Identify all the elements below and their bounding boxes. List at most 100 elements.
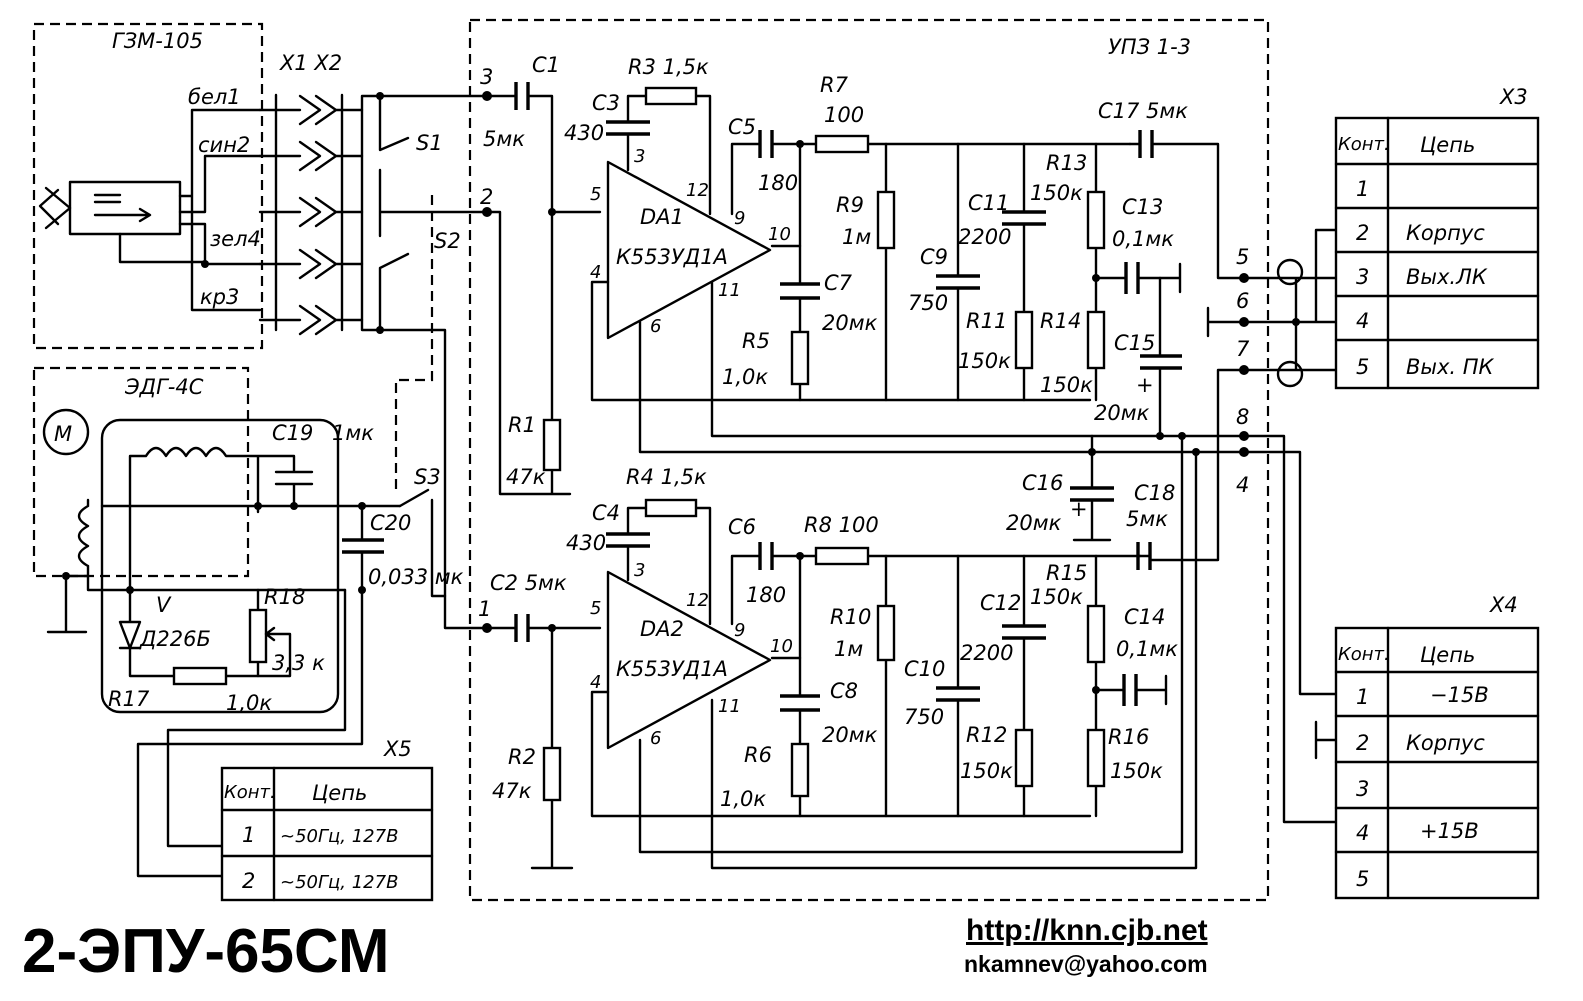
x5-label: X5 [383,737,412,761]
r5-value: 1,0к [722,365,768,389]
c16-plus: + [1070,497,1088,521]
x3-row3-circuit: Вых.ЛК [1406,265,1488,289]
r13-resistor [1086,190,1106,250]
c2-label: C2 5мк [490,571,567,595]
c6-label: C6 [728,515,756,539]
r10-resistor [876,604,896,662]
c9-label: C9 [920,245,948,269]
da2-pin4: 4 [590,672,601,693]
da1-pin5: 5 [590,184,601,205]
r4-label: R4 1,5к [626,465,707,489]
x3-row1-cont: 1 [1356,177,1369,201]
da1-type: К553УД1А [616,245,728,269]
r12-resistor [1014,728,1034,788]
da1-pin9: 9 [734,208,745,229]
amp-board-outline [468,18,1270,902]
c20-value: 0,033 мк [368,565,464,589]
x5-row2-cont: 2 [242,869,255,893]
c14-label: C14 [1124,605,1165,629]
da1-pin4: 4 [590,262,601,283]
r2-label: R2 [508,745,536,769]
diode-value: Д226Б [139,627,211,651]
c5-label: C5 [728,115,756,139]
r3-resistor [644,86,698,106]
x3-row4-cont: 4 [1356,309,1369,333]
x3-row2-circuit: Корпус [1406,221,1485,245]
x3-header-circuit: Цепь [1420,133,1475,157]
c17-label: C17 5мк [1098,99,1188,123]
x4-header-cont: Конт. [1338,644,1390,665]
x3-header-cont: Конт. [1338,134,1390,155]
r5-resistor [790,330,810,386]
r9-resistor [876,190,896,250]
c8-label: C8 [830,679,858,703]
pin-5-label: 5 [1236,245,1249,269]
x1x2-label: X1 X2 [279,51,342,75]
r16-label: R16 [1108,725,1149,749]
c12-label: C12 [980,591,1021,615]
c14-value: 0,1мк [1116,637,1178,661]
x5-header-circuit: Цепь [312,781,367,805]
r18-resistor [248,608,268,664]
da2-pin11: 11 [718,696,741,717]
da2-pin12: 12 [686,590,709,611]
c20-label: C20 [370,511,411,535]
c1-label: C1 [532,53,560,77]
r10-label: R10 [830,605,871,629]
diode-label: V [156,593,172,617]
r10-value: 1м [834,637,863,661]
da1-pin3: 3 [634,146,645,167]
pickup-cartridge [38,108,262,312]
c8-value: 20мк [822,723,878,747]
r15-value: 150к [1030,585,1083,609]
x4-row3-cont: 3 [1356,777,1369,801]
r6-value: 1,0к [720,787,766,811]
table-x3: X3 Конт. Цепь 1 2 Корпус 3 Вых.ЛК 4 5 Вы… [1334,85,1540,390]
r13-value: 150к [1030,181,1083,205]
da1-pin6: 6 [650,316,661,337]
c13-value: 0,1мк [1112,227,1174,251]
x4-row4-cont: 4 [1356,821,1369,845]
r2-resistor [542,746,562,802]
r14-resistor [1086,310,1106,370]
c18-label: C18 [1134,481,1175,505]
pin-6-label: 6 [1236,289,1249,313]
pin-2-label: 2 [480,185,493,209]
r18-label: R18 [264,585,305,609]
motor-block-outline [32,366,250,578]
r13-label: R13 [1046,151,1087,175]
c3-label: C3 [592,91,620,115]
r9-label: R9 [836,193,864,217]
r11-value: 150к [958,349,1011,373]
r7-resistor [814,134,870,154]
c3-value: 430 [564,121,604,145]
c19-value: 1мк [332,421,374,445]
email-link[interactable]: nkamnev@yahoo.com [964,951,1208,977]
da2-type: К553УД1А [616,657,728,681]
x1x2-connector [258,93,364,336]
da1-opamp [606,160,772,340]
x3-row2-cont: 2 [1356,221,1369,245]
r1-label: R1 [508,413,536,437]
c4-value: 430 [566,531,606,555]
motor-label: ЭДГ-4С [124,375,204,399]
wire-label-3: зел4 [210,227,261,251]
pickup-label: ГЗМ-105 [112,29,203,53]
pin-3-label: 3 [480,65,493,89]
r6-label: R6 [744,743,772,767]
da1-pin10: 10 [768,224,791,245]
x4-row2-cont: 2 [1356,731,1369,755]
x3-row5-circuit: Вых. ПК [1406,355,1495,379]
c16-label: C16 [1022,471,1063,495]
c15-plus: + [1136,373,1154,397]
c13-label: C13 [1122,195,1163,219]
website-link[interactable]: http://knn.cjb.net [966,914,1208,947]
c15-value: 20мк [1094,401,1150,425]
r1-resistor [542,418,562,472]
da2-pin10: 10 [770,636,793,657]
amp-board-label: УПЗ 1-3 [1108,35,1191,59]
pin-8-label: 8 [1236,405,1249,429]
c10-value: 750 [904,705,944,729]
r14-label: R14 [1040,309,1081,333]
